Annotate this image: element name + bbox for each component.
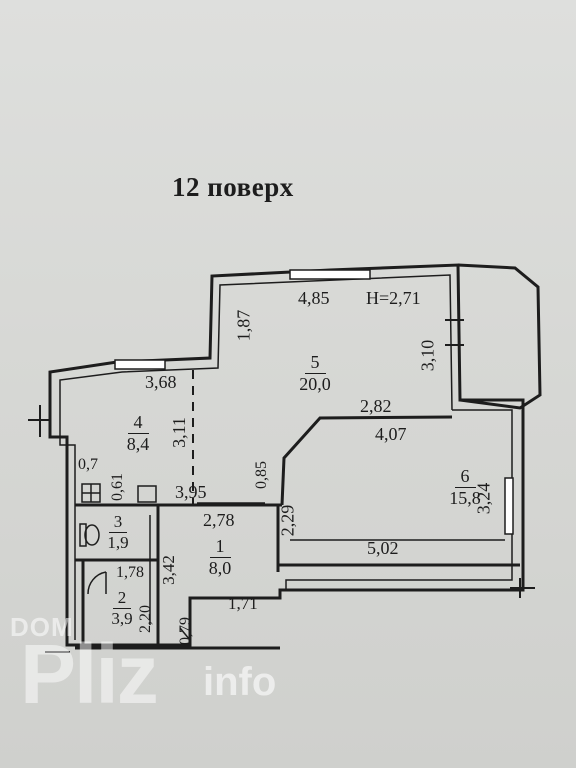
- room-3-number: 3: [108, 512, 128, 533]
- watermark-pliz: Pliz: [20, 627, 159, 721]
- dim-3-11: 3,11: [168, 417, 189, 448]
- dimension-lines: [149, 502, 505, 641]
- dim-4-07: 4,07: [375, 424, 407, 444]
- dim-2-78: 2,78: [203, 510, 235, 530]
- room-5-area: 20,0: [299, 374, 331, 394]
- balcony-wall: [457, 263, 542, 410]
- room-4-area: 8,4: [126, 434, 150, 454]
- dim-0-79: 0,79: [177, 617, 194, 645]
- balcony-door: [445, 319, 464, 346]
- room-3-label: 3 1,9: [98, 512, 138, 553]
- exterior-ticks: [28, 405, 535, 653]
- window-room6: [504, 477, 514, 535]
- room-5-number: 5: [304, 352, 326, 374]
- dim-0-7: 0,7: [78, 456, 98, 473]
- room-2-area: 3,9: [111, 609, 133, 628]
- dim-1-71: 1,71: [228, 594, 258, 613]
- room-2-number: 2: [112, 588, 132, 609]
- plan-walls: [48, 263, 542, 650]
- dim-0-61: 0,61: [109, 473, 126, 501]
- room-6-label: 6 15,8: [430, 466, 500, 509]
- dim-1-78: 1,78: [116, 564, 144, 581]
- dim-1-87: 1,87: [233, 309, 254, 342]
- room-4-label: 4 8,4: [113, 412, 163, 455]
- wall-room5-room6: [280, 415, 453, 506]
- room-5-label: 5 20,0: [285, 352, 345, 395]
- dim-0-85: 0,85: [253, 461, 270, 489]
- watermark-info: info: [203, 660, 277, 704]
- fixtures: [79, 483, 157, 595]
- door-swing-icon: [87, 571, 107, 595]
- dim-2-82: 2,82: [360, 396, 392, 416]
- window-room5: [289, 269, 371, 280]
- dim-4-85: 4,85: [298, 288, 330, 308]
- room-1-area: 8,0: [208, 558, 232, 578]
- room-1-label: 1 8,0: [195, 536, 245, 579]
- dim-3-68: 3,68: [145, 372, 177, 392]
- room-3-area: 1,9: [107, 533, 129, 552]
- room-1-number: 1: [209, 536, 231, 558]
- room-6-number: 6: [454, 466, 476, 488]
- dim-3-10: 3,10: [417, 339, 438, 372]
- dim-3-95: 3,95: [175, 482, 207, 502]
- room-6-area: 15,8: [449, 488, 481, 508]
- toilet-icon: [84, 524, 100, 546]
- windows: [114, 269, 514, 535]
- room-4-number: 4: [127, 412, 149, 434]
- ceiling-height: H=2,71: [366, 288, 421, 308]
- dim-3-24: 3,24: [473, 482, 494, 515]
- window-room4: [114, 359, 166, 370]
- dim-2-29: 2,29: [277, 504, 298, 537]
- dim-3-42: 3,42: [158, 555, 178, 585]
- plan-inner-walls: [59, 274, 513, 640]
- dim-5-02: 5,02: [367, 538, 399, 558]
- vent-icon: [137, 485, 157, 503]
- room-2-label: 2 3,9: [102, 588, 142, 629]
- floor-title: 12 поверх: [172, 172, 294, 202]
- watermark-dom: DOM: [10, 612, 74, 642]
